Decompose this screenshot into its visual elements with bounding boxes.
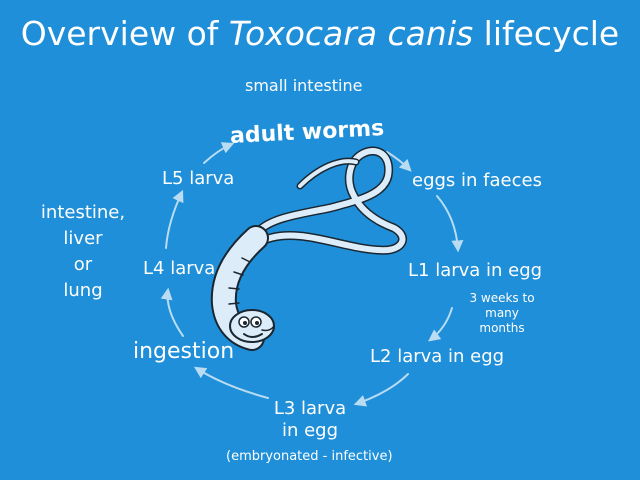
cycle-arrow [436,195,464,253]
page-title: Overview of Toxocara canis lifecycle [20,14,620,53]
cycle-arrow [160,287,184,337]
stage-ingestion: ingestion [133,339,235,364]
stage-eggs-in-faeces: eggs in faeces [412,170,542,191]
cycle-arrow [193,366,269,399]
stage-l2-larva: L2 larva in egg [370,346,505,367]
stage-l3-note: (embryonated - infective) [226,449,393,464]
stage-l3-larva: L3 larva in egg [273,398,347,441]
cycle-arrow [428,307,453,342]
cycle-arrow [165,189,184,249]
duration-note: 3 weeks to many months [469,291,535,335]
stage-l1-larva: L1 larva in egg [408,260,543,281]
stage-l5-larva: L5 larva [162,168,235,189]
stage-l4-larva: L4 larva [143,258,216,279]
location-small-intestine: small intestine [245,76,363,95]
worm-illustration [210,146,407,351]
cycle-arrow [203,142,235,164]
cycle-arrow [386,151,412,172]
cycle-arrow [353,373,409,407]
location-intestine-liver-lung: intestine, liver or lung [40,202,126,301]
